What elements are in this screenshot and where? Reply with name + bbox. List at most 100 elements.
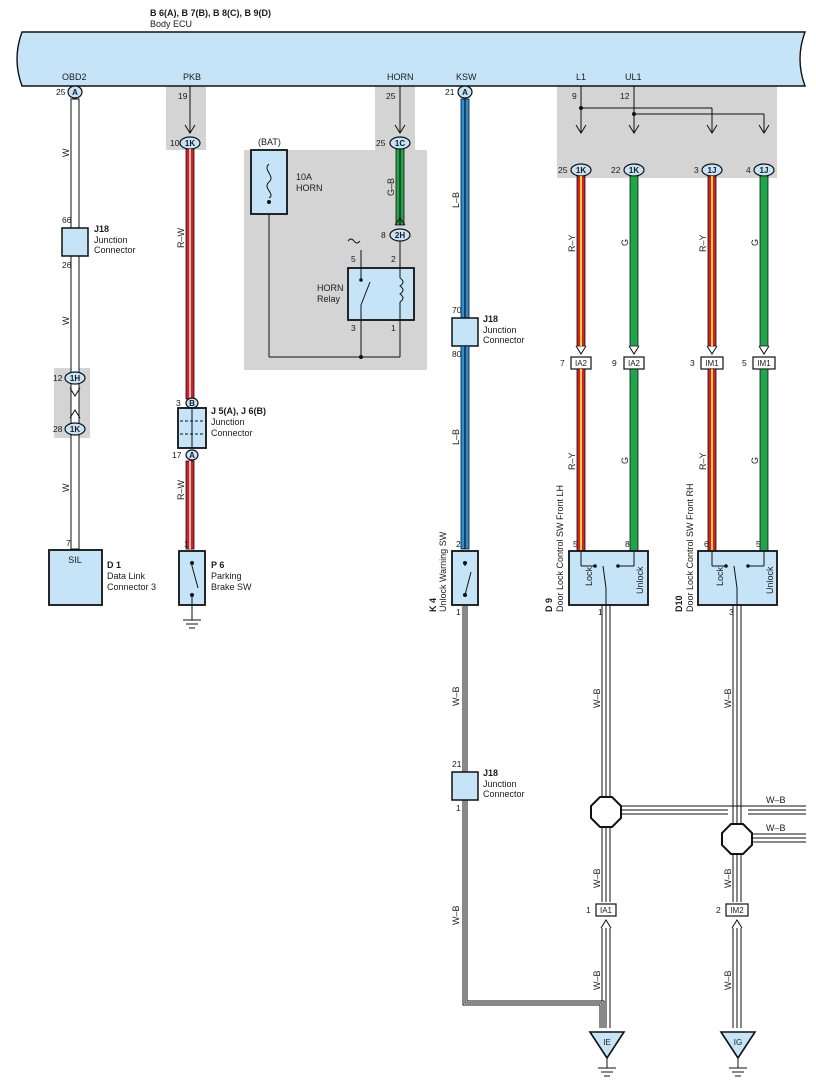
p6-desc1: Parking xyxy=(211,571,242,581)
lock-label: Lock xyxy=(584,566,594,586)
pin-28: 28 xyxy=(53,424,63,434)
pin-3: 3 xyxy=(729,607,734,617)
j18-junction-connector xyxy=(451,771,479,801)
pin-12: 12 xyxy=(620,91,630,101)
connector-im2-label: IM2 xyxy=(730,906,744,915)
ksw-circuit: A 21 L–B 70 80 J18 Junction Connector L–… xyxy=(428,85,605,1028)
wire-code-r-y: R–Y xyxy=(567,234,577,252)
ground-icon xyxy=(598,1067,616,1077)
j18-junction-connector xyxy=(451,317,479,347)
pin-19: 19 xyxy=(178,91,188,101)
wire-code-r-y: R–Y xyxy=(567,452,577,470)
gray-zones xyxy=(54,86,777,438)
wire-code-w-b: W–B xyxy=(723,970,733,990)
horn-circuit: 25 1C 25 G–B 2H 8 (BAT) 10A HORN 5 2 3 1 xyxy=(250,86,415,359)
connector-1c-label: 1C xyxy=(395,139,405,148)
pin-17: 17 xyxy=(172,450,182,460)
connector-b-label: B xyxy=(189,399,195,408)
connector-arrow xyxy=(69,387,81,419)
body-ecu: B 6(A), B 7(B), B 8(C), B 9(D) Body ECU … xyxy=(16,8,807,87)
k4-code: K 4 xyxy=(428,598,438,612)
green-wire xyxy=(759,368,769,552)
green-wire xyxy=(629,368,639,552)
j18-desc1: Junction xyxy=(94,235,128,245)
pin-4: 4 xyxy=(746,165,751,175)
unlock-label: Unlock xyxy=(635,566,645,594)
connector-arrow xyxy=(394,217,406,226)
connector-a xyxy=(457,85,473,99)
white-black-wire xyxy=(601,605,611,902)
d1-desc1: Data Link xyxy=(107,571,146,581)
terminal-obd2: OBD2 xyxy=(62,72,87,82)
j18-desc1: Junction xyxy=(483,779,517,789)
pin-8: 8 xyxy=(625,539,630,549)
splice-point xyxy=(721,823,753,855)
connector-arrow xyxy=(758,124,770,134)
j18-desc1: Junction xyxy=(483,325,517,335)
ground-icon xyxy=(729,1067,747,1077)
pin-25: 25 xyxy=(376,138,386,148)
pin-66: 66 xyxy=(62,215,72,225)
wire-code-r-w: R–W xyxy=(176,479,186,500)
pin-22: 22 xyxy=(611,165,621,175)
connector-a-label: A xyxy=(462,88,468,97)
connector-1k-label: 1K xyxy=(576,166,586,175)
pin-6: 6 xyxy=(704,539,709,549)
wire-code-w-b: W–B xyxy=(592,688,602,708)
connector-1h xyxy=(64,371,86,385)
fuse-icon xyxy=(266,163,272,199)
coil-icon xyxy=(399,277,404,303)
pin-21: 21 xyxy=(445,87,455,97)
j18-desc2: Connector xyxy=(483,789,525,799)
fuse-rating: 10A xyxy=(296,172,312,182)
d1-code: D 1 xyxy=(107,560,121,570)
ground-ig xyxy=(719,1031,757,1060)
connector-im2 xyxy=(725,903,749,917)
j18-code: J18 xyxy=(483,768,498,778)
wire-code-l-b: L–B xyxy=(451,192,461,208)
pin-1: 1 xyxy=(456,803,461,813)
relay-pin-3: 3 xyxy=(351,323,356,333)
d9-door-lock-control-switch xyxy=(568,550,649,606)
sil-label: SIL xyxy=(68,555,82,565)
wire-code-g: G xyxy=(750,239,760,246)
j18-code: J18 xyxy=(483,314,498,324)
d1-data-link-connector xyxy=(48,549,103,606)
pin-2: 2 xyxy=(716,905,721,915)
wire-code-g: G xyxy=(750,457,760,464)
j5-desc1: Junction xyxy=(211,417,245,427)
pin-3: 3 xyxy=(690,358,695,368)
pin-25: 25 xyxy=(558,165,568,175)
pin-7: 7 xyxy=(560,358,565,368)
wire-code-w-b: W–B xyxy=(592,868,602,888)
wire-code-w-b: W–B xyxy=(723,868,733,888)
white-black-wire xyxy=(732,605,742,902)
pin-5: 5 xyxy=(742,358,747,368)
pin-1: 1 xyxy=(586,905,591,915)
connector-arrow xyxy=(628,124,640,134)
ground-ie xyxy=(588,1031,626,1060)
ground-ig-label: IG xyxy=(734,1038,742,1047)
pin-2: 2 xyxy=(456,539,461,549)
relay-name: HORN xyxy=(317,283,344,293)
pin-5: 5 xyxy=(573,539,578,549)
tilde-icon xyxy=(347,238,361,244)
wire-code-w-b: W–B xyxy=(723,688,733,708)
connector-arrow xyxy=(184,124,196,134)
connector-2h-label: 2H xyxy=(395,231,405,240)
wire-code-w-b: W–B xyxy=(451,905,461,925)
relay-desc: Relay xyxy=(317,294,341,304)
terminal-l1: L1 xyxy=(576,72,586,82)
pin-3: 3 xyxy=(694,165,699,175)
door-lock-circuit: 9 12 1K 25 1K 22 1J 3 1J 4 R–Y G R–Y G I… xyxy=(544,86,806,1077)
d9-code: D 9 xyxy=(544,598,554,612)
wire-code-w: W xyxy=(61,148,71,157)
wire-code-r-w: R–W xyxy=(176,227,186,248)
connector-arrow xyxy=(394,124,406,134)
bat-label: (BAT) xyxy=(258,137,281,147)
unlock-label: Unlock xyxy=(765,566,775,594)
wire-code-g: G xyxy=(620,457,630,464)
ecu-title: B 6(A), B 7(B), B 8(C), B 9(D) xyxy=(150,8,271,18)
green-wire xyxy=(759,175,769,347)
green-wire xyxy=(629,175,639,347)
